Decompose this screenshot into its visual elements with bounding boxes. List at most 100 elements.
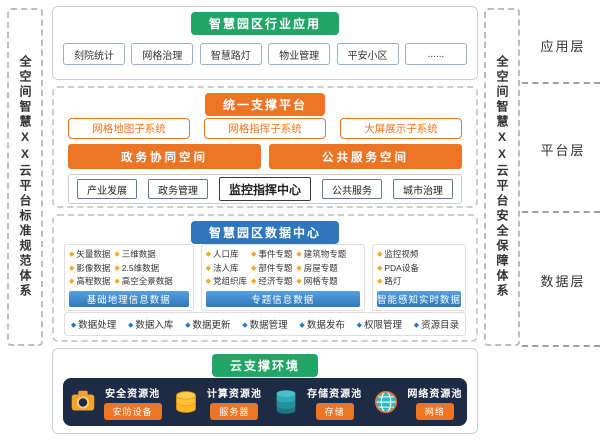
pool-device-chip: 安防设备 [103, 402, 162, 420]
platform-layer-section: 统一支撑平台 网格地图子系统 网格指挥子系统 大屏展示子系统 政务协同空间 公共… [52, 86, 478, 208]
data-item: ◆经济专题 [250, 276, 293, 287]
pool-name: 网络资源池 [407, 388, 463, 400]
data-group-bar: 基础地理信息数据 [69, 290, 189, 307]
diamond-bullet-icon: ◆ [376, 278, 383, 286]
diamond-bullet-icon: ◆ [296, 251, 302, 258]
data-layer-section: 智慧园区数据中心 ◆矢量数据 ◆影像数据 ◆高程数据 ◆三维数据 ◆2.5维数据… [52, 214, 478, 342]
diamond-bullet-icon: ◆ [413, 322, 420, 329]
layer-label-application: 应用层 [540, 39, 586, 54]
data-item: ◆法人库 [205, 262, 239, 273]
layer-label-platform: 平台层 [540, 143, 586, 158]
diamond-bullet-icon: ◆ [296, 264, 302, 272]
data-function: ◆数据入库 [128, 320, 174, 331]
layer-separator [522, 211, 600, 213]
diamond-bullet-icon: ◆ [205, 264, 211, 272]
data-group-iot: ◆监控视频 ◆PDA设备 ◆路灯 智能感知实时数据 [371, 244, 466, 311]
diamond-bullet-icon: ◆ [114, 278, 120, 286]
data-function: ◆数据更新 [185, 320, 231, 331]
app-item: 网格治理 [131, 43, 194, 65]
data-group-basic-geo: ◆矢量数据 ◆影像数据 ◆高程数据 ◆三维数据 ◆2.5维数据 ◆高空全景数据 … [64, 244, 194, 311]
pool-network: 网络资源池 网络 [371, 385, 462, 420]
pool-compute: 计算资源池 服务器 [171, 385, 262, 420]
data-item: ◆人口库 [205, 249, 239, 259]
data-group-bar: 专题信息数据 [205, 290, 360, 307]
data-groups: ◆矢量数据 ◆影像数据 ◆高程数据 ◆三维数据 ◆2.5维数据 ◆高空全景数据 … [64, 244, 466, 311]
pool-name: 存储资源池 [307, 388, 363, 400]
data-function: ◆数据发布 [299, 320, 345, 331]
module: 政务管理 [147, 179, 208, 199]
pool-device-chip: 服务器 [210, 402, 259, 420]
layer-label-data: 数据层 [540, 274, 586, 289]
module: 产业发展 [77, 179, 137, 199]
diamond-bullet-icon: ◆ [376, 251, 383, 258]
globe-icon [375, 390, 398, 414]
cloud-resource-box: 安全资源池 安防设备 计算资源池 服务器 [63, 378, 467, 426]
data-item: ◆三维数据 [114, 249, 156, 259]
layer-separator [522, 345, 600, 347]
app-item: 平安小区 [336, 43, 399, 65]
diamond-bullet-icon: ◆ [299, 322, 305, 329]
data-item: ◆2.5维数据 [114, 262, 160, 273]
data-function: ◆资源目录 [413, 320, 460, 331]
data-section-title: 智慧园区数据中心 [190, 221, 340, 244]
data-functions-row: ◆数据处理 ◆数据入库 ◆数据更新 ◆数据管理 ◆数据发布 ◆权限管理 ◆资源目… [64, 312, 466, 336]
data-function: ◆权限管理 [356, 320, 402, 331]
diamond-bullet-icon: ◆ [205, 251, 211, 258]
camera-icon [71, 390, 94, 411]
app-item-ellipsis: ...... [404, 43, 467, 65]
app-item: 刻院统计 [63, 43, 125, 65]
diamond-bullet-icon: ◆ [376, 264, 383, 272]
layer-separator [522, 82, 600, 84]
cloud-layer-section: 云支撑环境 安全资源池 安防设备 [52, 348, 478, 434]
data-group-bar: 智能感知实时数据 [376, 290, 461, 307]
space-block: 公共服务空间 [269, 144, 462, 169]
subsystem: 网格地图子系统 [68, 118, 190, 139]
module-command-center: 监控指挥中心 [218, 177, 311, 201]
data-item: ◆事件专题 [250, 249, 293, 259]
data-group-thematic: ◆人口库 ◆法人库 ◆党组织库 ◆事件专题 ◆部件专题 ◆经济专题 ◆建筑物专题… [200, 244, 365, 311]
diamond-bullet-icon: ◆ [114, 264, 120, 272]
security-system-bar: 全空间智慧XX云平台安全保障体系 [484, 8, 520, 346]
app-item: 智慧路灯 [199, 43, 262, 65]
diamond-bullet-icon: ◆ [70, 322, 77, 329]
data-item: ◆建筑物专题 [296, 249, 347, 259]
cloud-section-title: 云支撑环境 [211, 354, 319, 377]
data-function: ◆数据管理 [242, 320, 288, 331]
modules-row: 产业发展 政务管理 监控指挥中心 公共服务 城市治理 [68, 174, 462, 204]
standards-system-bar: 全空间智慧XX云平台标准规范体系 [7, 8, 43, 346]
diamond-bullet-icon: ◆ [250, 264, 257, 272]
space-block: 政务协同空间 [68, 144, 261, 169]
pool-name: 安全资源池 [105, 388, 161, 400]
pool-name: 计算资源池 [206, 388, 262, 400]
data-item: ◆党组织库 [205, 276, 247, 287]
diamond-bullet-icon: ◆ [250, 278, 257, 286]
application-section-title: 智慧园区行业应用 [190, 12, 340, 35]
pool-security: 安全资源池 安防设备 [68, 385, 162, 420]
subsystem: 网格指挥子系统 [204, 118, 326, 139]
diamond-bullet-icon: ◆ [128, 322, 134, 329]
diamond-bullet-icon: ◆ [356, 322, 362, 329]
database-icon [276, 390, 296, 414]
data-item: ◆路灯 [376, 276, 402, 287]
data-item: ◆网格专题 [296, 276, 338, 287]
app-item: 物业管理 [268, 43, 331, 65]
security-system-label: 全空间智慧XX云平台安全保障体系 [495, 55, 509, 299]
coins-icon [176, 391, 196, 413]
standards-system-label: 全空间智慧XX云平台标准规范体系 [18, 55, 32, 299]
diamond-bullet-icon: ◆ [114, 251, 120, 258]
pool-device-chip: 网络 [415, 402, 454, 420]
spaces-row: 政务协同空间 公共服务空间 [68, 144, 462, 169]
data-item: ◆高程数据 [69, 276, 111, 287]
subsystems-row: 网格地图子系统 网格指挥子系统 大屏展示子系统 [68, 118, 462, 139]
module: 公共服务 [321, 179, 382, 199]
module: 城市治理 [392, 179, 453, 199]
data-item: ◆部件专题 [250, 262, 293, 273]
pool-storage: 存储资源池 存储 [271, 385, 362, 420]
data-item: ◆矢量数据 [69, 249, 111, 259]
pool-device-chip: 存储 [315, 402, 354, 420]
subsystem: 大屏展示子系统 [340, 118, 462, 139]
diamond-bullet-icon: ◆ [242, 322, 248, 329]
diamond-bullet-icon: ◆ [296, 278, 302, 286]
diamond-bullet-icon: ◆ [205, 278, 211, 286]
